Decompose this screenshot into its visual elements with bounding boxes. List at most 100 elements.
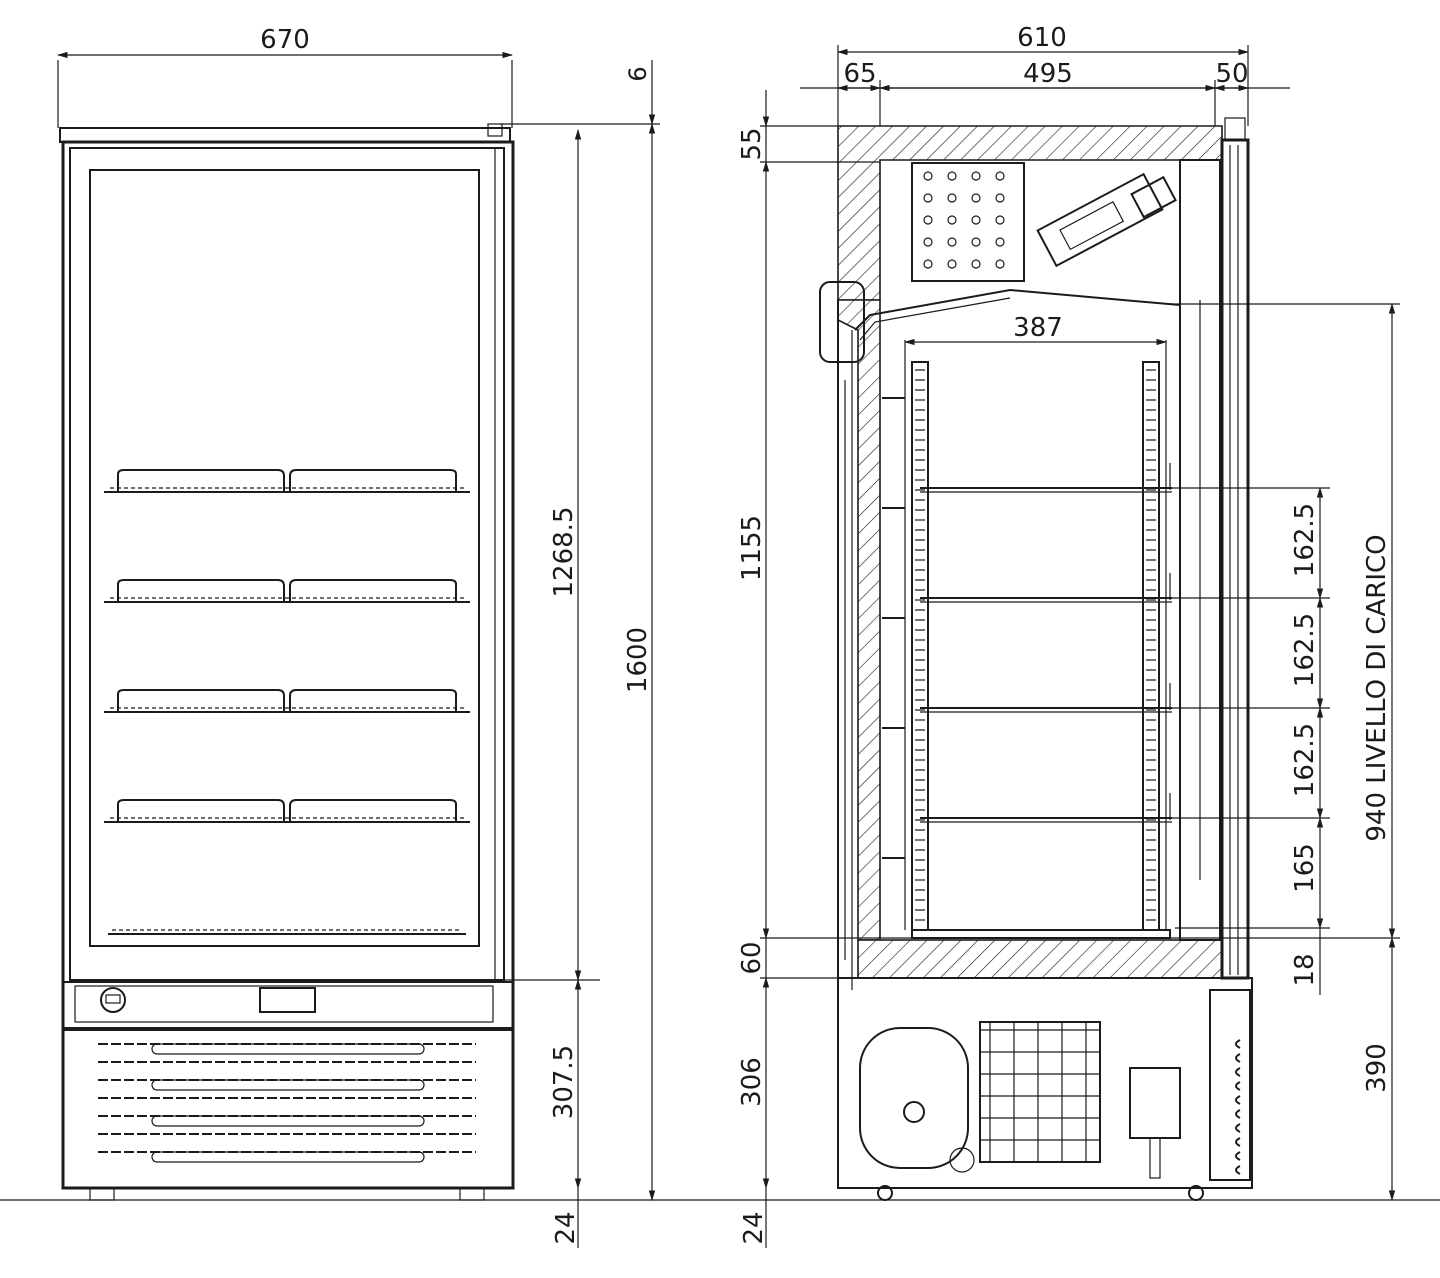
control-panel bbox=[62, 981, 514, 1029]
side-grille-louvre bbox=[1235, 1123, 1241, 1133]
evaporator-hole bbox=[947, 237, 957, 247]
grille-slot bbox=[151, 1043, 425, 1055]
base-height-label: 307.5 bbox=[549, 1045, 579, 1119]
top-dim-label: 55 bbox=[737, 127, 767, 160]
front-shelf-rail bbox=[117, 469, 285, 492]
shelf-spacing-3-label: 162.5 bbox=[1290, 723, 1320, 797]
front-grille-louvres bbox=[1235, 1039, 1241, 1175]
door-frame bbox=[69, 147, 505, 981]
evaporator-hole bbox=[947, 215, 957, 225]
inner-depth-label: 495 bbox=[1023, 59, 1073, 89]
control-panel-inner bbox=[74, 985, 494, 1023]
side-shelves bbox=[882, 397, 1172, 859]
grille-slot bbox=[151, 1115, 425, 1127]
shelf-width-label: 387 bbox=[1013, 313, 1063, 343]
grille-slot bbox=[151, 1151, 425, 1163]
front-view: 670 1268.5 1600 6 307.5 24 bbox=[56, 25, 660, 1248]
front-hinge-top bbox=[487, 123, 503, 137]
front-cabinet bbox=[61, 140, 515, 1190]
base-panel bbox=[62, 1029, 514, 1189]
machine-compartment bbox=[837, 977, 1253, 1189]
evaporator-hole bbox=[923, 259, 933, 269]
front-foot-right bbox=[459, 1187, 485, 1201]
evaporator-hole bbox=[995, 171, 1005, 181]
front-shelf-rail bbox=[117, 579, 285, 602]
evaporator-hole bbox=[995, 259, 1005, 269]
door-height-label: 1268.5 bbox=[549, 507, 579, 598]
fan-motor-stand bbox=[1149, 1137, 1161, 1179]
compressor-port bbox=[903, 1101, 925, 1123]
side-grille-louvre bbox=[1235, 1095, 1241, 1105]
side-grille-louvre bbox=[1235, 1151, 1241, 1161]
condenser-fins bbox=[980, 1022, 1100, 1162]
front-grille-side bbox=[1209, 989, 1251, 1181]
side-grille-louvre bbox=[1235, 1039, 1241, 1049]
machine-height-label: 306 bbox=[737, 1057, 767, 1107]
front-shelf-rail bbox=[117, 799, 285, 822]
depth-label: 610 bbox=[1017, 23, 1067, 53]
side-grille-louvre bbox=[1235, 1081, 1241, 1091]
floor-dim-label: 60 bbox=[737, 941, 767, 974]
shelf-spacing-4-label: 165 bbox=[1290, 843, 1320, 893]
evaporator-hole bbox=[971, 215, 981, 225]
bottom-gap-label: 18 bbox=[1290, 953, 1320, 986]
ventilation-grille bbox=[98, 1043, 476, 1163]
door-glass bbox=[89, 169, 480, 947]
compressor-mount bbox=[949, 1147, 975, 1173]
front-shelf-rail bbox=[289, 469, 457, 492]
side-foot-label: 24 bbox=[739, 1211, 769, 1244]
side-grille-louvre bbox=[1235, 1109, 1241, 1119]
front-shelf-rail bbox=[289, 689, 457, 712]
total-height-label: 1600 bbox=[623, 627, 653, 693]
front-foot-label: 24 bbox=[551, 1211, 581, 1244]
evaporator-hole bbox=[995, 193, 1005, 203]
rear-wheel bbox=[877, 1185, 893, 1201]
floor-to-load-label: 390 bbox=[1362, 1043, 1392, 1093]
floor-insulation bbox=[857, 939, 1223, 979]
evaporator-hole bbox=[971, 171, 981, 181]
evaporator-fan bbox=[1036, 172, 1177, 268]
rear-upright bbox=[911, 361, 929, 931]
evaporator-hole bbox=[923, 237, 933, 247]
front-depth-label: 50 bbox=[1215, 59, 1248, 89]
thermostat-display bbox=[259, 987, 316, 1013]
evaporator bbox=[911, 162, 1025, 282]
evaporator-hole bbox=[995, 237, 1005, 247]
air-duct bbox=[854, 288, 1181, 331]
rear-insulation bbox=[837, 299, 881, 941]
evaporator-hole bbox=[971, 259, 981, 269]
front-top-cap bbox=[59, 127, 511, 143]
evaporator-hole bbox=[923, 171, 933, 181]
evaporator-hole bbox=[995, 215, 1005, 225]
side-view: 610 65 495 50 387 55 1155 60 306 24 bbox=[737, 23, 1400, 1248]
side-grille-louvre bbox=[1235, 1137, 1241, 1147]
door-hinge bbox=[1224, 117, 1246, 141]
top-insulation bbox=[837, 125, 1223, 301]
evaporator-hole bbox=[947, 171, 957, 181]
front-upright bbox=[1142, 361, 1160, 931]
inner-door-liner bbox=[1179, 159, 1221, 941]
front-shelf-rail bbox=[117, 689, 285, 712]
evaporator-hole bbox=[971, 237, 981, 247]
front-shelf-rail bbox=[289, 799, 457, 822]
evaporator-holes bbox=[923, 171, 1005, 269]
interior-height-label: 1155 bbox=[737, 515, 767, 581]
evaporator-hole bbox=[947, 259, 957, 269]
air-duct-inner bbox=[859, 297, 1011, 341]
fan-motor bbox=[1129, 1067, 1181, 1139]
front-shelves bbox=[104, 469, 470, 935]
glass-door bbox=[1220, 138, 1250, 980]
compressor bbox=[859, 1027, 969, 1169]
front-width-label: 670 bbox=[260, 25, 310, 55]
bottom-shelf bbox=[911, 929, 1171, 939]
condenser bbox=[979, 1021, 1101, 1163]
top-gap-label: 6 bbox=[624, 66, 652, 81]
front-foot-left bbox=[89, 1187, 115, 1201]
evaporator-hole bbox=[971, 193, 981, 203]
shelf-spacing-2-label: 162.5 bbox=[1290, 613, 1320, 687]
front-shelf-rail bbox=[289, 579, 457, 602]
side-grille-louvre bbox=[1235, 1053, 1241, 1063]
power-switch-rocker bbox=[105, 994, 121, 1004]
